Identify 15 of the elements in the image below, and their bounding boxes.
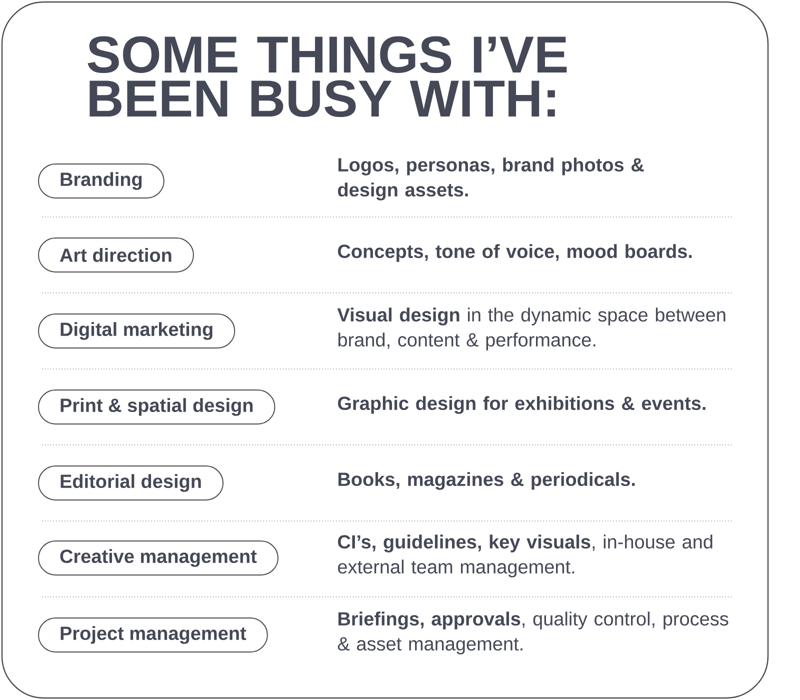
tag-pill: Branding <box>38 164 164 198</box>
tag-pill: Art direction <box>38 238 194 272</box>
tag-pill: Project management <box>38 618 268 652</box>
tag-pill: Editorial design <box>38 466 224 500</box>
description-text: Concepts, tone of voice, mood boards. <box>338 244 692 262</box>
tag-pill: Digital marketing <box>38 314 236 348</box>
description-text: Visual design in the dynamic space between brand, content & performance. <box>337 308 726 350</box>
description-text: Logos, personas, brand photos & design assets. <box>338 158 644 200</box>
description-text: Briefings, approvals, quality control, process & asset management. <box>338 612 728 654</box>
description-text: Books, magazines & periodicals. <box>338 472 635 490</box>
description-text: CI’s, guidelines, key visuals, in-house and external team management. <box>338 534 712 578</box>
tag-pill: Creative management <box>38 540 278 576</box>
heading: SOME THINGS I’VE BEEN BUSY WITH: <box>88 36 567 117</box>
tag-pill: Print & spatial design <box>38 390 276 424</box>
description-text: Graphic design for exhibitions & events. <box>338 396 706 414</box>
